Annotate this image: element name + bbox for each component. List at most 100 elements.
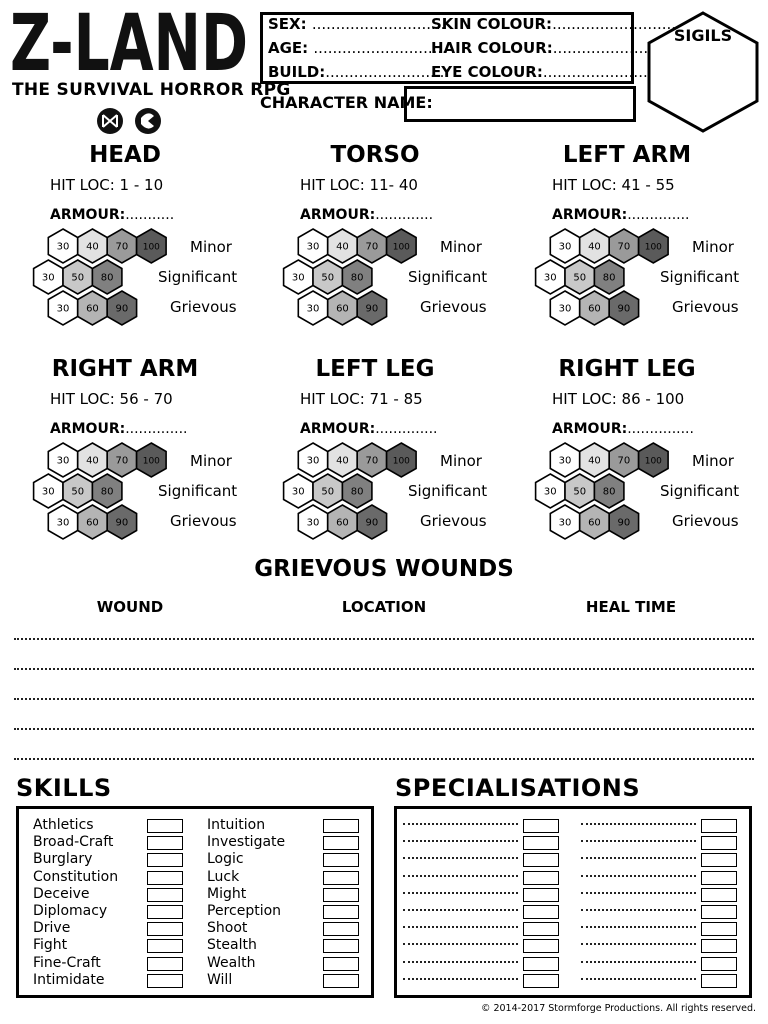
- skill-value-box[interactable]: [147, 870, 183, 885]
- specialisation-value-box[interactable]: [523, 887, 559, 902]
- armour-field[interactable]: ARMOUR:..............: [50, 421, 188, 437]
- skill-value-box[interactable]: [323, 819, 359, 833]
- specialisation-line[interactable]: [581, 926, 696, 929]
- wound-entry-line[interactable]: [14, 638, 754, 640]
- sigils-hexagon[interactable]: [646, 10, 760, 134]
- character-name-field[interactable]: [404, 86, 636, 122]
- wound-hex-90[interactable]: 90: [608, 504, 640, 540]
- wound-hex-50[interactable]: 50: [564, 259, 596, 295]
- skill-value-box[interactable]: [147, 853, 183, 868]
- wound-hex-30[interactable]: 30: [47, 228, 79, 264]
- wound-hex-90[interactable]: 90: [356, 504, 388, 540]
- specialisation-line[interactable]: [403, 977, 518, 980]
- skill-value-box[interactable]: [147, 956, 183, 971]
- wound-hex-60[interactable]: 60: [326, 504, 358, 540]
- skill-value-box[interactable]: [147, 939, 183, 954]
- wound-hex-30[interactable]: 30: [297, 442, 329, 478]
- wound-entry-line[interactable]: [14, 758, 754, 760]
- specialisation-value-box[interactable]: [523, 973, 559, 988]
- wound-hex-70[interactable]: 70: [106, 228, 138, 264]
- wound-hex-70[interactable]: 70: [356, 442, 388, 478]
- wound-hex-30[interactable]: 30: [282, 473, 314, 509]
- specialisation-line[interactable]: [581, 874, 696, 877]
- wound-hex-100[interactable]: 100: [637, 442, 669, 478]
- specialisation-value-box[interactable]: [701, 870, 737, 885]
- wound-hex-60[interactable]: 60: [578, 504, 610, 540]
- wound-hex-30[interactable]: 30: [549, 228, 581, 264]
- wound-hex-30[interactable]: 30: [32, 473, 64, 509]
- specialisation-line[interactable]: [403, 960, 518, 963]
- wound-hex-30[interactable]: 30: [549, 290, 581, 326]
- wound-entry-line[interactable]: [14, 698, 754, 700]
- skill-value-box[interactable]: [323, 887, 359, 902]
- wound-hex-30[interactable]: 30: [534, 259, 566, 295]
- wound-hex-100[interactable]: 100: [385, 228, 417, 264]
- specialisation-line[interactable]: [581, 891, 696, 894]
- wound-hex-40[interactable]: 40: [326, 442, 358, 478]
- wound-entry-line[interactable]: [14, 668, 754, 670]
- wound-hex-30[interactable]: 30: [297, 228, 329, 264]
- skill-value-box[interactable]: [323, 956, 359, 971]
- wound-hex-50[interactable]: 50: [312, 473, 344, 509]
- specialisation-line[interactable]: [581, 840, 696, 843]
- wound-hex-70[interactable]: 70: [356, 228, 388, 264]
- wound-hex-80[interactable]: 80: [91, 259, 123, 295]
- wound-hex-50[interactable]: 50: [62, 259, 94, 295]
- specialisation-line[interactable]: [581, 909, 696, 911]
- specialisation-line[interactable]: [403, 909, 518, 911]
- wound-hex-30[interactable]: 30: [47, 442, 79, 478]
- wound-hex-80[interactable]: 80: [341, 259, 373, 295]
- specialisation-value-box[interactable]: [523, 905, 559, 919]
- specialisation-value-box[interactable]: [701, 956, 737, 971]
- specialisation-value-box[interactable]: [701, 973, 737, 988]
- build-field[interactable]: BUILD:..........................: [268, 63, 450, 81]
- wound-hex-30[interactable]: 30: [534, 473, 566, 509]
- wound-hex-100[interactable]: 100: [135, 228, 167, 264]
- specialisation-line[interactable]: [581, 977, 696, 980]
- wound-hex-90[interactable]: 90: [106, 504, 138, 540]
- skill-value-box[interactable]: [323, 836, 359, 851]
- hair-colour-field[interactable]: HAIR COLOUR:..........................: [431, 39, 677, 57]
- armour-field[interactable]: ARMOUR:...........: [50, 207, 174, 223]
- wound-hex-30[interactable]: 30: [549, 504, 581, 540]
- skill-value-box[interactable]: [147, 922, 183, 937]
- specialisation-value-box[interactable]: [523, 819, 559, 833]
- wound-hex-30[interactable]: 30: [32, 259, 64, 295]
- wound-hex-90[interactable]: 90: [106, 290, 138, 326]
- wound-hex-30[interactable]: 30: [47, 290, 79, 326]
- wound-hex-80[interactable]: 80: [593, 259, 625, 295]
- skill-value-box[interactable]: [323, 853, 359, 868]
- wound-hex-30[interactable]: 30: [549, 442, 581, 478]
- specialisation-value-box[interactable]: [523, 956, 559, 971]
- specialisation-line[interactable]: [403, 943, 518, 946]
- specialisation-value-box[interactable]: [701, 939, 737, 954]
- specialisation-line[interactable]: [403, 840, 518, 843]
- specialisation-value-box[interactable]: [523, 939, 559, 954]
- skill-value-box[interactable]: [147, 836, 183, 851]
- specialisation-value-box[interactable]: [701, 836, 737, 851]
- wound-hex-70[interactable]: 70: [608, 228, 640, 264]
- specialisation-value-box[interactable]: [523, 870, 559, 885]
- skill-value-box[interactable]: [147, 819, 183, 833]
- wound-hex-40[interactable]: 40: [578, 228, 610, 264]
- wound-hex-40[interactable]: 40: [326, 228, 358, 264]
- skill-value-box[interactable]: [147, 973, 183, 988]
- specialisation-value-box[interactable]: [701, 887, 737, 902]
- skin-colour-field[interactable]: SKIN COLOUR:..........................: [431, 15, 677, 33]
- specialisation-line[interactable]: [581, 823, 696, 825]
- wound-hex-60[interactable]: 60: [76, 290, 108, 326]
- sex-field[interactable]: SEX: ............................: [268, 15, 446, 33]
- armour-field[interactable]: ARMOUR:..............: [300, 421, 438, 437]
- age-field[interactable]: AGE: ............................: [268, 39, 447, 57]
- specialisation-value-box[interactable]: [701, 819, 737, 833]
- wound-hex-90[interactable]: 90: [608, 290, 640, 326]
- eye-colour-field[interactable]: EYE COLOUR:..........................: [431, 63, 667, 81]
- specialisation-value-box[interactable]: [701, 905, 737, 919]
- wound-hex-60[interactable]: 60: [326, 290, 358, 326]
- skill-value-box[interactable]: [323, 870, 359, 885]
- specialisation-line[interactable]: [581, 943, 696, 946]
- skill-value-box[interactable]: [323, 973, 359, 988]
- wound-hex-100[interactable]: 100: [637, 228, 669, 264]
- armour-field[interactable]: ARMOUR:..............: [552, 207, 690, 223]
- wound-hex-40[interactable]: 40: [76, 228, 108, 264]
